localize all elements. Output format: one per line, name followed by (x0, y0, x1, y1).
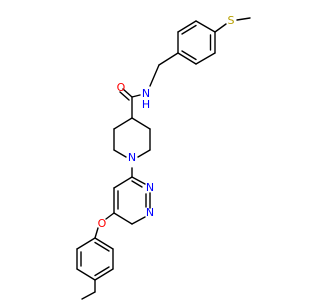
bond-aryl-ch2 (158, 52, 179, 66)
atom-piperidine-nitrogen: N (128, 151, 136, 164)
molecule-structure: S O N H N N N O (76, 14, 251, 300)
piperidine-ring (113, 117, 151, 158)
atom-amide-oxygen: O (117, 81, 126, 94)
atom-labels: S O N H N N N O (98, 14, 235, 230)
bond-pyrimidine-o (105, 212, 115, 220)
bond-ch2-nh (149, 64, 160, 87)
bonds (76, 17, 251, 300)
bond-carbonyl-double-a (122, 88, 133, 98)
bond-o-aryl (94, 227, 99, 239)
atom-ether-oxygen: O (98, 217, 107, 230)
atom-amide-hydrogen: H (142, 98, 150, 111)
atom-amide-nitrogen: N (142, 87, 150, 100)
bond-ethyl (81, 291, 96, 300)
atom-pyrimidine-n3: N (146, 206, 154, 219)
atom-sulfur: S (228, 14, 235, 27)
bond-s-methyl (236, 17, 251, 21)
molecule-canvas: S O N H N N N O (76, 14, 251, 300)
benzene-ring-bottom (76, 237, 114, 281)
bond-s-aryl (214, 23, 227, 33)
atom-pyrimidine-n1: N (146, 181, 154, 194)
pyrimidine-ring (113, 176, 151, 225)
benzene-ring-top (177, 20, 216, 65)
bond-carbonyl-double-b (119, 91, 130, 101)
bond-nh-carbonyl (131, 94, 141, 98)
